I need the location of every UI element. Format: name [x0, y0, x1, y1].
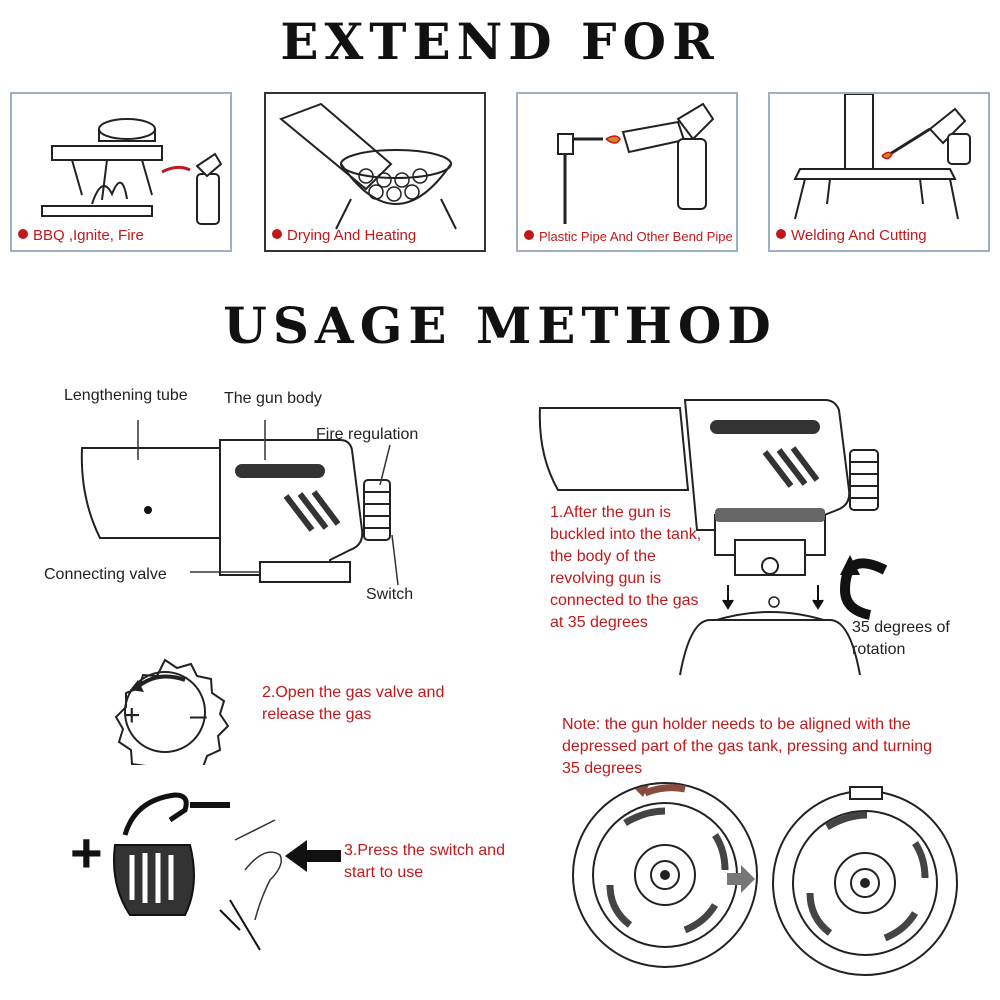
label-fire-regulation: Fire regulation [316, 426, 419, 443]
panel-caption-bbq: BBQ ,Ignite, Fire [18, 227, 144, 244]
label-switch: Switch [366, 586, 414, 603]
red-bullet-icon [272, 229, 282, 239]
label-lengthening-tube: Lengthening tube [64, 387, 188, 404]
label-gun-body: The gun body [224, 390, 322, 407]
gas-valve-knob: + – [114, 658, 230, 765]
panel-plastic-pipe: Plastic Pipe And Other Bend Pipe [516, 92, 738, 252]
step2-text: 2.Open the gas valve and release the gas [262, 684, 445, 723]
step1-text: 1.After the gun is buckled into the tank… [550, 504, 702, 631]
plus-icon: + [70, 821, 103, 884]
plus-icon: + [123, 699, 141, 732]
panel-caption-welding: Welding And Cutting [776, 227, 927, 244]
panel-drying: Drying And Heating [264, 92, 486, 252]
red-bullet-icon [776, 229, 786, 239]
arrow-left-icon [285, 840, 341, 872]
red-bullet-icon [524, 230, 534, 240]
bbq-illustration [41, 118, 223, 225]
arrow-right-icon [727, 865, 755, 893]
gun-diagram [80, 420, 399, 586]
tank-before [572, 782, 758, 968]
panel-caption-plastic-pipe: Plastic Pipe And Other Bend Pipe [524, 229, 733, 244]
gun-tank-diagram [538, 399, 888, 676]
drying-illustration [279, 102, 457, 230]
rotation-text: 35 degrees of rotation [852, 619, 950, 658]
red-bullet-icon [18, 229, 28, 239]
note-text: Note: the gun holder needs to be aligned… [562, 716, 933, 777]
welding-illustration [793, 94, 971, 220]
tank-alignment-diagram [572, 782, 958, 976]
panel-caption-drying: Drying And Heating [272, 227, 416, 244]
tank-after [772, 786, 958, 976]
panel-bbq: BBQ ,Ignite, Fire [10, 92, 232, 252]
step3-text: 3.Press the switch and start to use [344, 842, 505, 881]
label-connecting-valve: Connecting valve [44, 566, 167, 583]
extend-for-heading: EXTEND FOR [280, 12, 720, 71]
switch-press-diagram: + [70, 792, 282, 951]
panel-welding: Welding And Cutting [768, 92, 990, 252]
plastic-pipe-illustration [557, 102, 715, 224]
usage-method-heading: USAGE METHOD [223, 296, 777, 355]
minus-icon: – [190, 699, 207, 732]
